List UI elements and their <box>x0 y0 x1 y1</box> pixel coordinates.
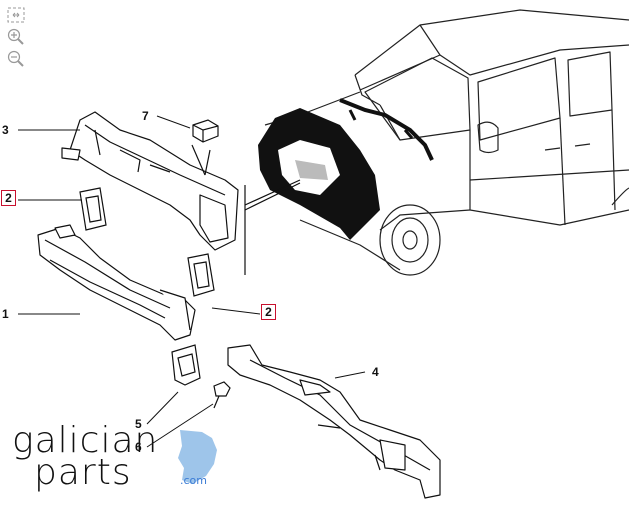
fit-to-screen-icon <box>7 7 25 23</box>
zoom-in-button[interactable] <box>6 28 26 46</box>
callout-leaders <box>18 115 366 448</box>
callout-2-lower[interactable]: 2 <box>261 304 276 320</box>
logo-domain-suffix: .com <box>180 474 207 487</box>
callout-4[interactable]: 4 <box>372 365 379 379</box>
zoom-out-icon <box>7 50 24 67</box>
front-panel-highlight <box>258 98 434 240</box>
vehicle-drawing <box>264 9 629 276</box>
leader-lines <box>244 179 301 275</box>
part-7-clip[interactable] <box>191 119 219 176</box>
galicia-map-icon <box>178 430 217 484</box>
callout-5[interactable]: 5 <box>135 417 142 431</box>
callout-2-upper[interactable]: 2 <box>1 190 16 206</box>
zoom-in-icon <box>7 28 24 45</box>
callout-6[interactable]: 6 <box>135 440 142 454</box>
part-3-crossmember[interactable] <box>61 111 239 251</box>
part-4-support-frame[interactable] <box>227 344 441 499</box>
logo-text-line2: parts <box>34 452 132 493</box>
galicianparts-logo: galician parts .com <box>12 420 217 493</box>
callout-1[interactable]: 1 <box>2 307 9 321</box>
part-5-bracket[interactable] <box>171 344 201 386</box>
part-2-pad-upper[interactable] <box>79 187 107 231</box>
callout-7[interactable]: 7 <box>142 109 149 123</box>
part-1-bumper-beam[interactable] <box>37 224 196 341</box>
callout-3[interactable]: 3 <box>2 123 9 137</box>
fit-to-screen-button[interactable] <box>6 6 26 24</box>
part-2-pad-lower[interactable] <box>187 253 215 297</box>
zoom-out-button[interactable] <box>6 50 26 68</box>
logo-text-line1: galician <box>12 420 159 461</box>
part-6-bolt[interactable] <box>213 381 231 409</box>
